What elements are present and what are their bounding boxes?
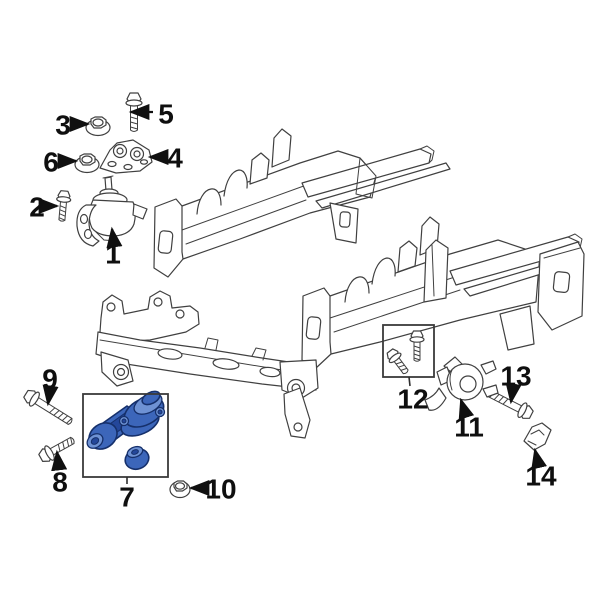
callout-arrow-13 bbox=[505, 382, 522, 405]
bolt-12b-drawing bbox=[409, 330, 425, 362]
part-12-box bbox=[382, 324, 435, 378]
torque-strut-mount-drawing bbox=[86, 390, 166, 471]
callout-label-1: 1 bbox=[105, 239, 121, 270]
upper-frame-rail-drawing bbox=[153, 128, 451, 278]
callout-label-2: 2 bbox=[29, 192, 45, 223]
callout-label-9: 9 bbox=[42, 364, 58, 395]
callout-arrow-11 bbox=[458, 397, 475, 420]
callout-label-12: 12 bbox=[397, 384, 428, 415]
callout-label-5: 5 bbox=[158, 99, 174, 130]
bolt-9-drawing bbox=[23, 389, 73, 425]
crossmember-drawing bbox=[95, 290, 319, 439]
callout-label-8: 8 bbox=[52, 467, 68, 498]
bolt-12a-drawing bbox=[386, 348, 409, 375]
flange-nut-3-drawing bbox=[85, 116, 111, 137]
part-7-box bbox=[82, 393, 169, 478]
callout-label-14: 14 bbox=[525, 461, 557, 492]
callout-label-11: 11 bbox=[454, 412, 484, 443]
callout-label-13: 13 bbox=[500, 361, 531, 392]
callout-arrow-1 bbox=[106, 226, 123, 249]
flange-nut-6-drawing bbox=[74, 153, 100, 174]
callout-arrow-9 bbox=[42, 384, 59, 407]
bolt-2-drawing bbox=[56, 190, 72, 222]
callout-label-6: 6 bbox=[43, 147, 59, 178]
callout-label-10: 10 bbox=[205, 474, 236, 505]
flange-nut-10-drawing bbox=[169, 480, 191, 499]
callout-label-4: 4 bbox=[167, 143, 183, 174]
callout-arrow-14 bbox=[531, 447, 547, 470]
callout-arrow-8 bbox=[51, 449, 68, 472]
clip-bracket-drawing bbox=[523, 422, 552, 451]
mount-bracket-drawing bbox=[99, 139, 153, 174]
lower-frame-rail-drawing bbox=[301, 216, 585, 369]
callout-layer: 3 5 6 4 2 1 9 8 10 11 13 14 7 12 bbox=[29, 99, 557, 513]
callout-label-3: 3 bbox=[55, 110, 71, 141]
callout-label-7: 7 bbox=[119, 482, 135, 513]
transmission-mount-drawing bbox=[424, 356, 499, 411]
connector-line-12 bbox=[408, 376, 411, 387]
